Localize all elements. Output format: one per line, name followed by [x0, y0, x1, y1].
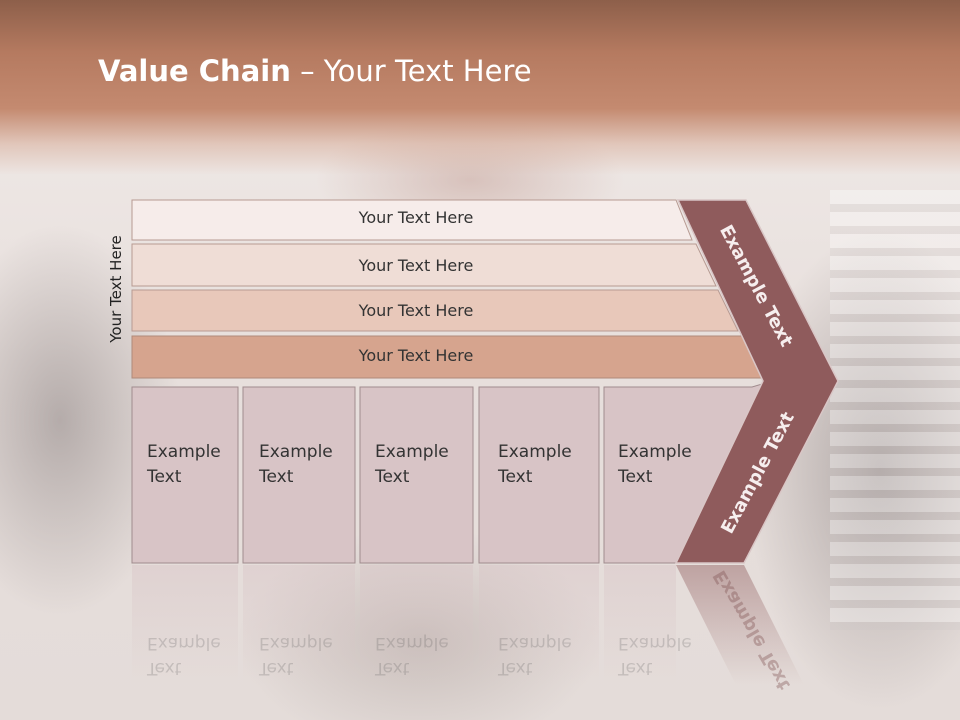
support-row-2-label: Your Text Here [358, 256, 474, 275]
support-row-4-label: Your Text Here [358, 346, 474, 365]
support-row-2 [131, 243, 717, 287]
support-row-1-label: Your Text Here [358, 208, 474, 227]
activity-box-3 [359, 386, 474, 564]
header-band [0, 0, 960, 175]
activity-3-line1: Example [375, 442, 449, 462]
activity-3-line2: Text [375, 467, 410, 487]
activity-5-reflection-text: Text Example [618, 630, 718, 680]
activity-box-4 [478, 386, 600, 564]
activity-1-text: Example Text [147, 440, 247, 490]
activity-5-line1: Example [618, 442, 692, 462]
activity-4-line2: Text [498, 467, 533, 487]
activity-2-reflection-line2: Text [259, 658, 294, 678]
activity-3-reflection-text: Text Example [375, 630, 475, 680]
activity-4-reflection-text: Text Example [498, 630, 598, 680]
activity-box-1 [131, 386, 239, 564]
title-bold: Value Chain [98, 54, 291, 88]
activity-1-reflection-line2: Text [147, 658, 182, 678]
activity-1-line2: Text [147, 467, 182, 487]
activity-3-text: Example Text [375, 440, 475, 490]
activity-3-reflection-line1: Example [375, 633, 449, 653]
margin-chevron [674, 199, 839, 564]
activity-2-reflection-text: Text Example [259, 630, 359, 680]
activity-2-reflection-line1: Example [259, 633, 333, 653]
activity-1-line1: Example [147, 442, 221, 462]
activity-4-text: Example Text [498, 440, 598, 490]
activity-2-line2: Text [259, 467, 294, 487]
background-blinds [830, 190, 960, 630]
support-row-3 [131, 289, 739, 332]
activity-5-text: Example Text [618, 440, 718, 490]
support-row-1 [131, 199, 693, 241]
title-rest: – Your Text Here [290, 54, 532, 88]
activity-5-reflection-line2: Text [618, 658, 653, 678]
activity-reflection-3 [360, 565, 473, 685]
activity-box-2 [242, 386, 356, 564]
chevron-reflection [676, 565, 804, 685]
activity-reflection-2 [243, 565, 355, 685]
activity-2-line1: Example [259, 442, 333, 462]
activity-3-reflection-line2: Text [375, 658, 410, 678]
activity-2-text: Example Text [259, 440, 359, 490]
activity-reflection-5 [604, 565, 676, 685]
slide-title: Value Chain – Your Text Here [98, 54, 532, 88]
activity-1-reflection-line1: Example [147, 633, 221, 653]
activity-5-line2: Text [618, 467, 653, 487]
activity-4-reflection-line1: Example [498, 633, 572, 653]
activity-1-reflection-text: Text Example [147, 630, 247, 680]
support-row-3-label: Your Text Here [358, 301, 474, 320]
activity-reflection-4 [479, 565, 599, 685]
activity-reflection-1 [132, 565, 238, 685]
activity-4-line1: Example [498, 442, 572, 462]
activity-5-reflection-line1: Example [618, 633, 692, 653]
activity-4-reflection-line2: Text [498, 658, 533, 678]
